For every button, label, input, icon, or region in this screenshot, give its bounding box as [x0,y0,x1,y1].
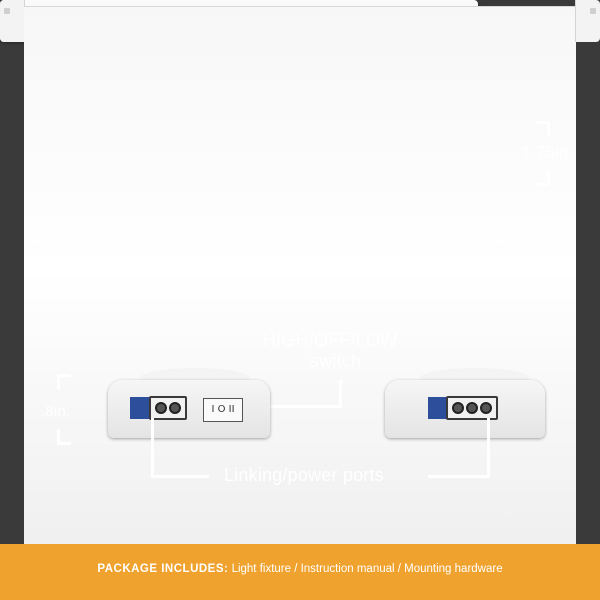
package-includes-items: Light fixture / Instruction manual / Mou… [231,563,503,575]
cap-height-dimension-label: .8in. [41,403,71,420]
package-includes-heading: PACKAGE INCLUDES: [97,563,229,575]
ports-callout-label: Linking/power ports [224,465,384,485]
length-dimension-label: 24in. [252,233,290,252]
power-port [149,396,187,420]
endcap-notch [590,8,596,14]
package-includes-banner: PACKAGE INCLUDES: Light fixture / Instru… [0,544,600,600]
port-indicator [130,397,152,419]
fixture-endcap-right [575,0,600,42]
power-switch: I O II [203,398,243,422]
linking-port [446,396,498,420]
port-indicator [428,397,450,419]
switch-callout-subtitle: switch [310,351,362,371]
fixture-lens [24,6,576,594]
height-dimension-label: 1.75in. [521,143,574,162]
switch-callout-title: HIGH/OFF/LOW [263,330,398,350]
endcap-notch [4,8,10,14]
fixture-endcap-left [0,0,25,42]
